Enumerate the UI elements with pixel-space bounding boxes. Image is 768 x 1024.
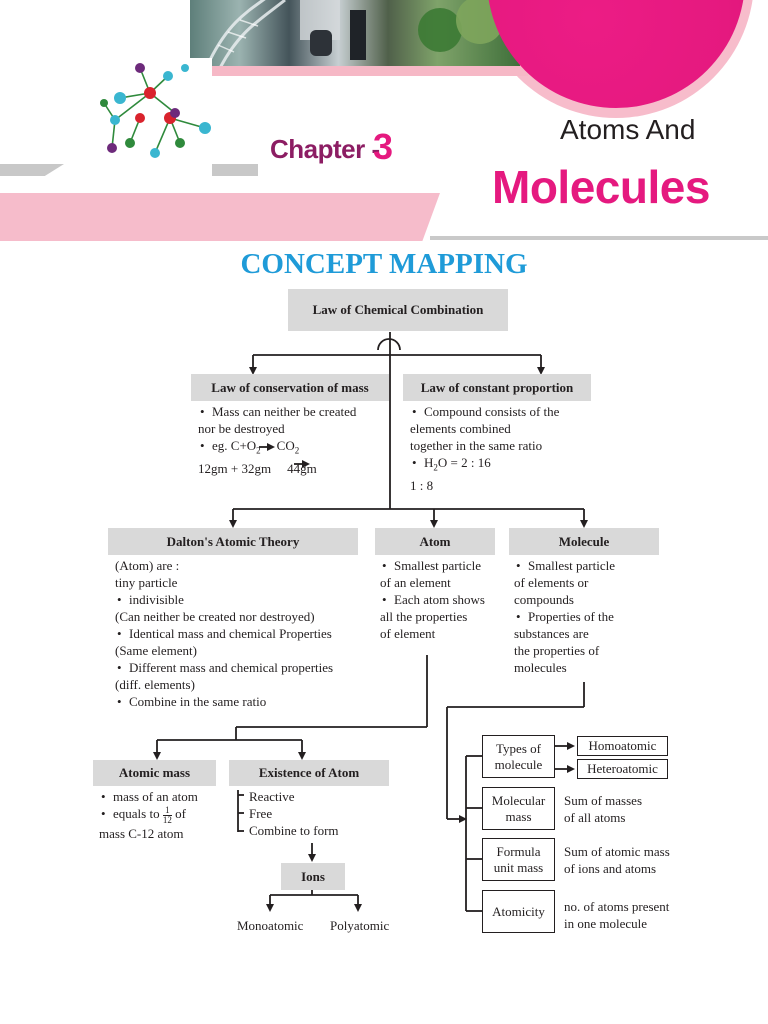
constant-line: elements combined <box>410 421 511 436</box>
conservation-details: Mass can neither be created nor be destr… <box>198 403 356 477</box>
root-box-law-of-chemical-combination: Law of Chemical Combination <box>288 289 508 331</box>
molecule-model-icon <box>100 63 211 158</box>
types-label-line: molecule <box>494 756 543 772</box>
existence-line: Combine to form <box>249 823 339 838</box>
molecule-details: Smallest particle of elements or compoun… <box>514 557 615 676</box>
description-line: Sum of masses <box>564 793 642 808</box>
description-line: of ions and atoms <box>564 861 657 876</box>
types-label-line: Types of <box>496 740 541 756</box>
box-molecular-mass: Molecular mass <box>482 787 555 830</box>
molecule-line: Properties of the <box>528 609 614 624</box>
dalton-line: tiny particle <box>115 575 178 590</box>
description-line: Sum of atomic mass <box>564 844 670 859</box>
ion-type-polyatomic: Polyatomic <box>330 918 390 933</box>
dalton-line: (Atom) are : <box>115 558 180 573</box>
dalton-line: (Can neither be created nor destroyed) <box>115 609 315 624</box>
description-line: in one molecule <box>564 916 648 931</box>
box-law-of-constant-proportion: Law of constant proportion <box>403 374 591 401</box>
dalton-details: (Atom) are : tiny particle indivisible (… <box>115 557 333 710</box>
molecular-mass-label: mass <box>505 808 532 824</box>
atom-line: Each atom shows <box>394 592 485 607</box>
conservation-mass-part: 44gm <box>287 460 317 476</box>
formula-unit-label: unit mass <box>493 859 544 875</box>
water-formula-part: H <box>424 455 434 470</box>
conservation-line: nor be destroyed <box>198 421 285 436</box>
dalton-line: (Same element) <box>115 643 197 658</box>
dalton-line: (diff. elements) <box>115 677 195 692</box>
molecule-line: the properties of <box>514 643 600 658</box>
atomic-mass-line: equals to <box>113 806 160 821</box>
box-law-of-conservation-of-mass: Law of conservation of mass <box>191 374 389 401</box>
box-atom: Atom <box>375 528 495 555</box>
conservation-formula-part: eg. C+O <box>212 438 257 453</box>
conservation-mass-part: 12gm + 32gm <box>198 460 272 476</box>
box-molecule: Molecule <box>509 528 659 555</box>
box-daltons-atomic-theory: Dalton's Atomic Theory <box>108 528 358 555</box>
concept-mapping-title: CONCEPT MAPPING <box>240 248 528 280</box>
atomic-mass-line: mass C-12 atom <box>99 825 184 841</box>
header-photo-strip <box>190 0 520 68</box>
chapter-number: 3 <box>373 126 394 167</box>
atomic-mass-line: mass of an atom <box>113 789 198 804</box>
molecular-mass-label: Molecular <box>491 792 546 808</box>
box-ions: Ions <box>281 863 345 890</box>
atom-line: all the properties <box>380 609 468 624</box>
box-atomic-mass: Atomic mass <box>93 760 216 786</box>
atomic-mass-line: of <box>175 806 186 821</box>
chapter-title-line2: Molecules <box>492 161 710 213</box>
dalton-line: Combine in the same ratio <box>129 694 267 709</box>
box-types-of-molecule: Types of molecule <box>482 735 555 778</box>
ion-type-monoatomic: Monoatomic <box>237 918 304 933</box>
molecule-line: Smallest particle <box>528 558 616 573</box>
formula-unit-label: Formula <box>496 843 541 859</box>
atom-details: Smallest particle of an element Each ato… <box>380 557 485 642</box>
molecule-line: of elements or <box>514 575 589 590</box>
existence-line: Free <box>249 806 273 821</box>
subscript: 2 <box>294 445 300 456</box>
existence-line: Reactive <box>249 789 295 804</box>
dalton-line: Identical mass and chemical Properties <box>129 626 332 641</box>
subscript: 2 <box>256 445 261 456</box>
box-existence-of-atom: Existence of Atom <box>229 760 389 786</box>
description-line: of all atoms <box>564 810 626 825</box>
box-formula-unit-mass: Formula unit mass <box>482 838 555 881</box>
conservation-line: Mass can neither be created <box>212 404 357 419</box>
chapter-label: Chapter - <box>270 134 380 164</box>
dalton-line: indivisible <box>129 592 184 607</box>
header-grey-bar-small <box>212 164 258 176</box>
chapter-title-line1: Atoms And <box>560 114 696 145</box>
water-ratio-simplified: 1 : 8 <box>410 477 434 493</box>
molecule-line: molecules <box>514 660 567 675</box>
atomicity-description: no. of atoms present in one molecule <box>564 898 669 932</box>
dalton-line: Different mass and chemical properties <box>129 660 334 675</box>
formula-unit-description: Sum of atomic mass of ions and atoms <box>564 843 670 877</box>
molecular-mass-description: Sum of masses of all atoms <box>564 792 642 826</box>
fraction-denominator: 12 <box>162 814 172 825</box>
constant-line: together in the same ratio <box>410 438 543 453</box>
atom-line: of element <box>380 626 436 641</box>
conservation-formula-part: CO <box>276 438 295 453</box>
box-homoatomic: Homoatomic <box>577 736 668 756</box>
header-pink-band <box>0 193 440 241</box>
header-grey-bar <box>0 164 64 176</box>
existence-details: Reactive Free Combine to form <box>249 788 339 839</box>
molecule-logo-panel <box>0 58 212 178</box>
atomic-mass-details: mass of an atom equals to 112 of mass C-… <box>99 788 198 842</box>
molecule-line: substances are <box>514 626 589 641</box>
molecule-line: compounds <box>514 592 574 607</box>
header-divider <box>430 236 768 240</box>
atom-line: of an element <box>380 575 451 590</box>
atom-line: Smallest particle <box>394 558 482 573</box>
constant-line: Compound consists of the <box>424 404 560 419</box>
constant-proportion-details: Compound consists of the elements combin… <box>410 403 559 494</box>
subscript: 2 <box>433 462 438 473</box>
box-atomicity: Atomicity <box>482 890 555 933</box>
header-pink-strip <box>208 66 528 76</box>
water-ratio: O = 2 : 16 <box>437 455 491 470</box>
description-line: no. of atoms present <box>564 899 670 914</box>
box-heteroatomic: Heteroatomic <box>577 759 668 779</box>
fraction-numerator: 1 <box>162 805 172 816</box>
